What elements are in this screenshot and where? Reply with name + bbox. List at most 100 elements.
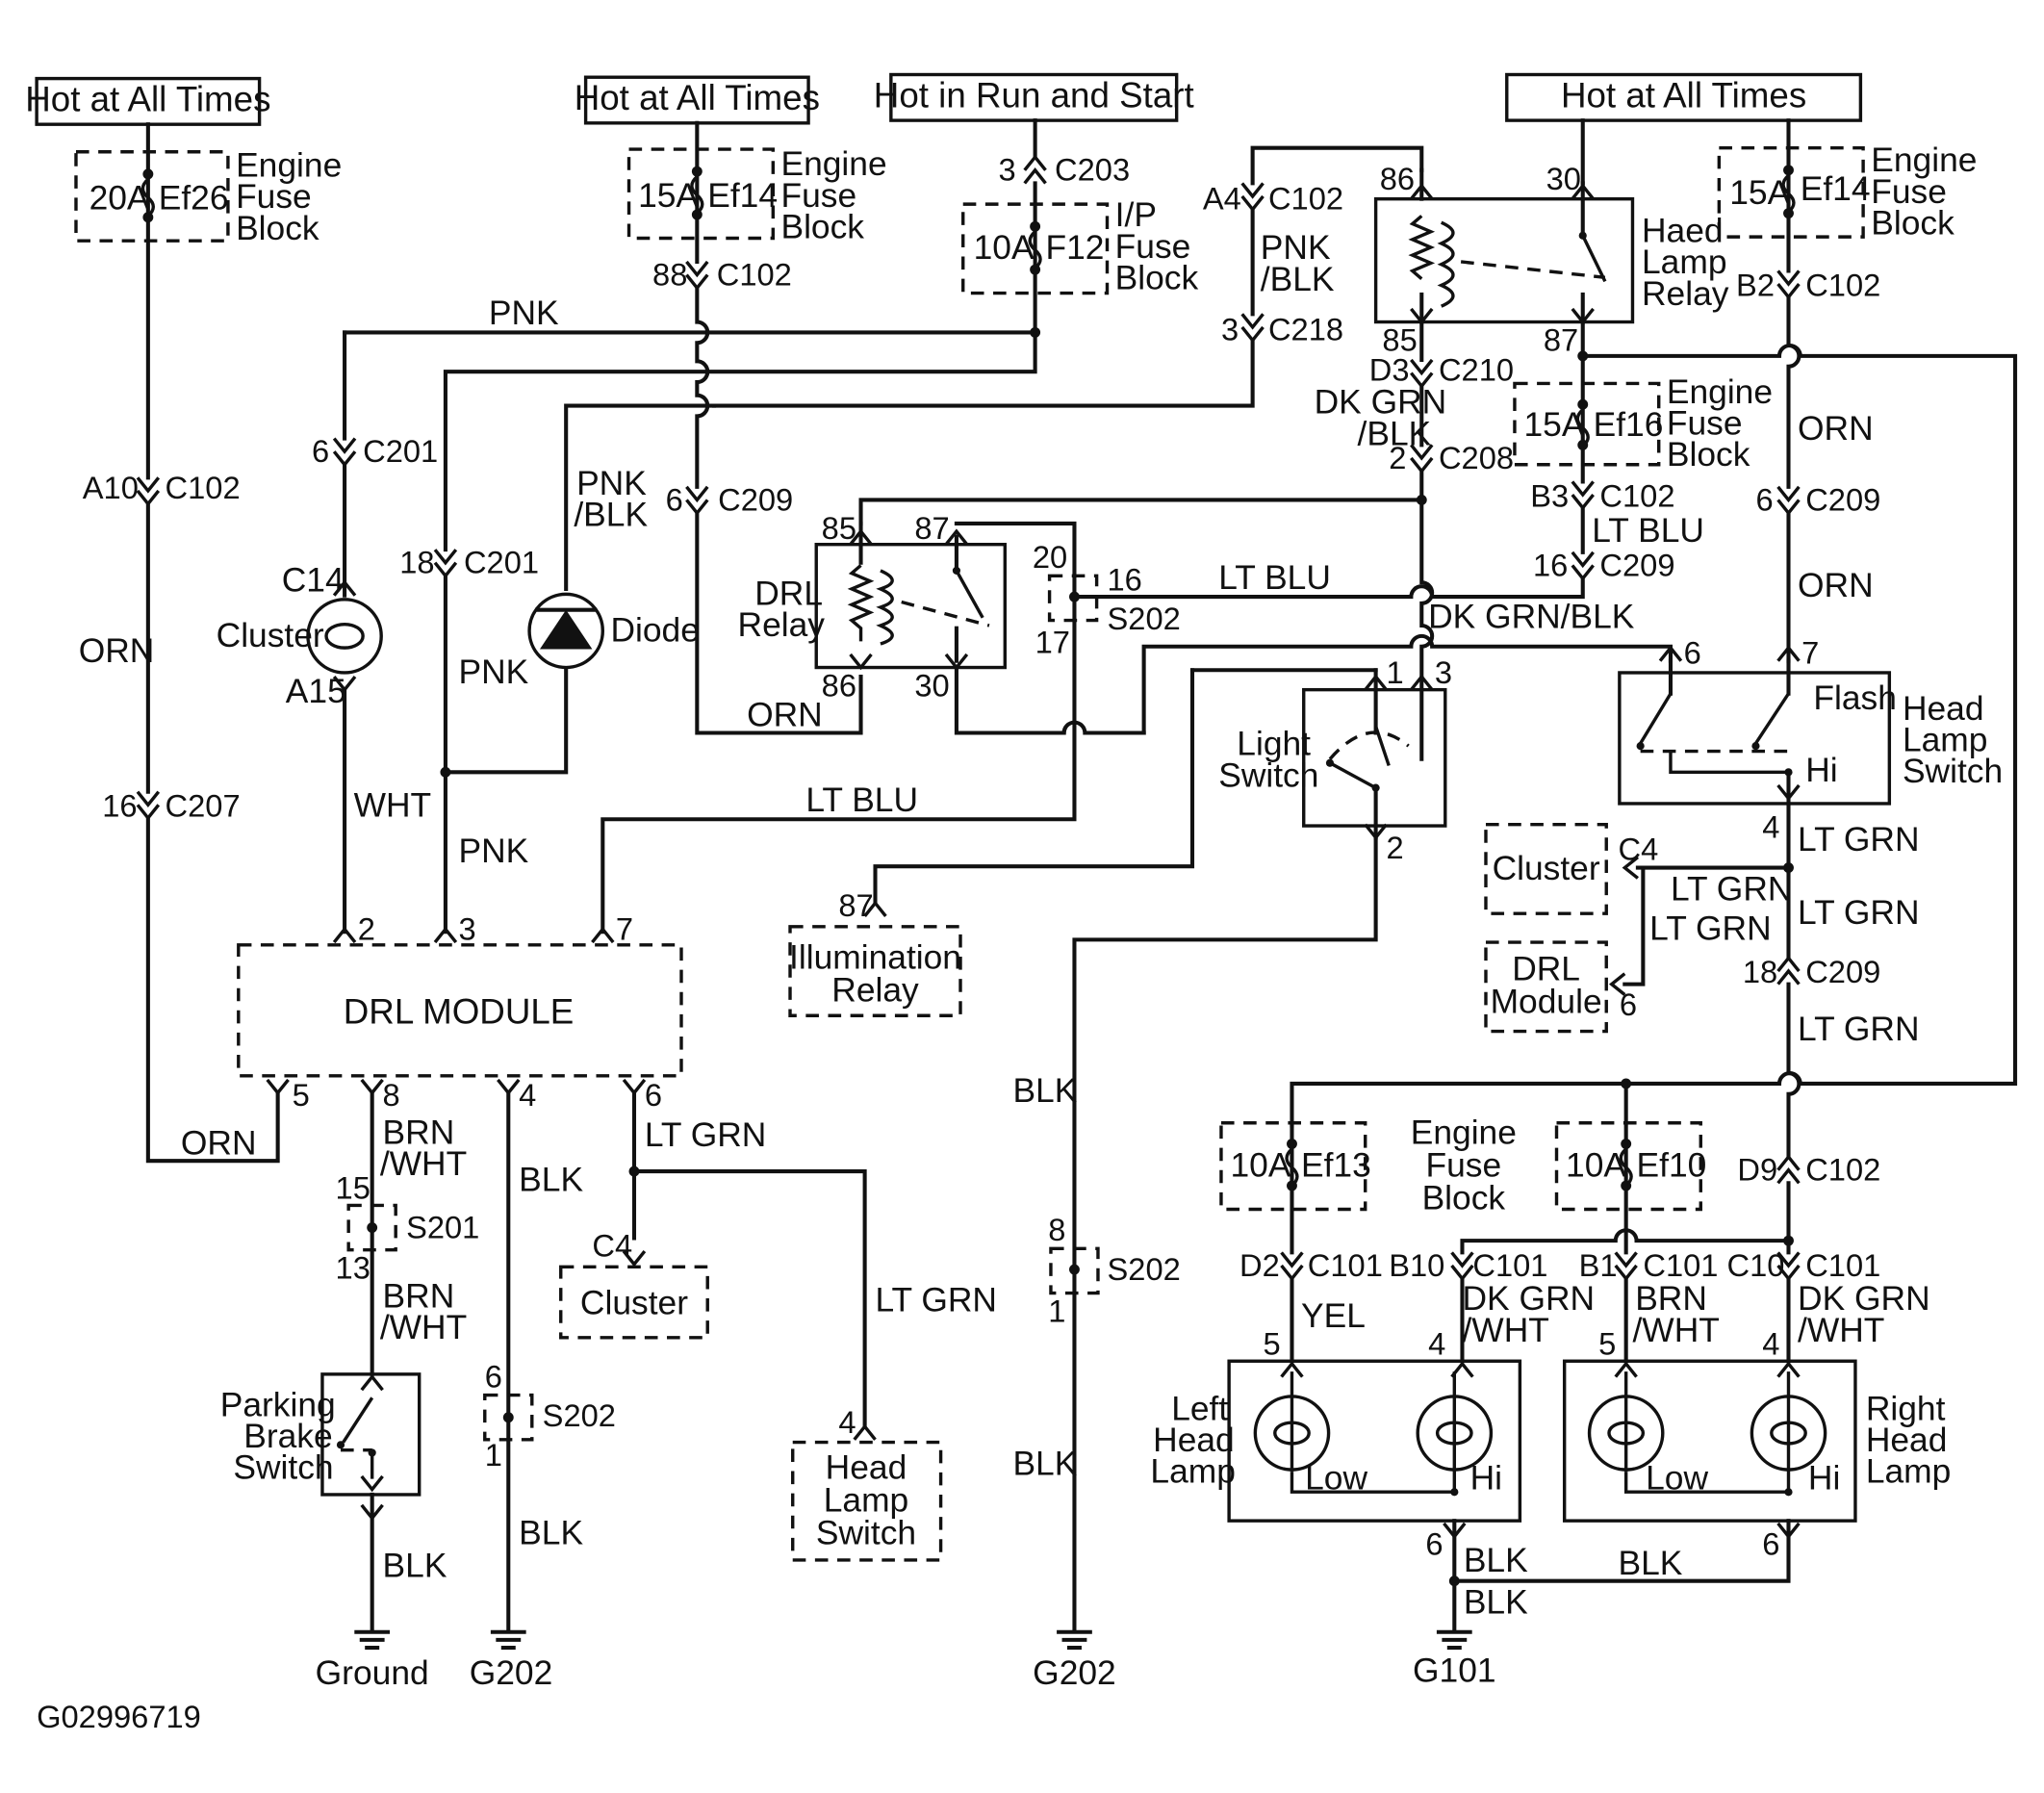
wire-color-label: LT GRN	[1671, 871, 1792, 909]
wire-color-label: LT GRN	[1649, 909, 1771, 947]
component-label: Relay	[831, 971, 919, 1009]
wire-color-label: DK GRN	[1462, 1280, 1595, 1318]
connector-label: C102	[1805, 1152, 1880, 1188]
wire-color-label: PNK	[459, 832, 529, 870]
source-label: Hot at All Times	[25, 80, 270, 119]
wire-color-label: /WHT	[1462, 1312, 1548, 1349]
pin-label: 1	[1048, 1293, 1065, 1328]
wire-color-label: DK GRN/BLK	[1428, 599, 1635, 636]
pin-label: 4	[1428, 1325, 1445, 1361]
wire-color-label: WHT	[354, 787, 432, 825]
component-label: Right	[1866, 1390, 1946, 1427]
component-label: Lamp	[1150, 1453, 1236, 1491]
component-label: Parking	[220, 1386, 336, 1423]
component-label: Switch	[1903, 753, 2003, 790]
pin-label: 7	[616, 910, 633, 946]
pin-label: 6	[1425, 1526, 1443, 1562]
block-label: Engine	[236, 147, 342, 185]
pin-label: 4	[838, 1404, 856, 1440]
pin-label: 2	[1389, 440, 1406, 475]
component-label: Switch	[233, 1449, 333, 1487]
component-label: Hi	[1805, 752, 1837, 789]
pin-label: 2	[1387, 830, 1404, 865]
connector-label: C210	[1439, 352, 1514, 388]
ground-label: G101	[1413, 1652, 1496, 1689]
wire-color-label: /BLK	[574, 497, 648, 534]
wire-color-label: LT GRN	[1798, 1011, 1919, 1048]
component-label: Module	[1491, 984, 1602, 1021]
wire-color-label: LT BLU	[805, 781, 918, 819]
pin-label: 85	[822, 510, 856, 546]
component-label: Low	[1305, 1460, 1367, 1498]
connector-label: C209	[718, 481, 793, 517]
source-hot-in-run-and-start: Hot in Run and Start	[874, 72, 1194, 122]
connector-label: C4	[1619, 831, 1659, 866]
pin-label: 86	[1380, 161, 1415, 196]
pin-label: 17	[1035, 625, 1070, 660]
wire-color-label: /BLK	[1261, 261, 1335, 298]
wire-color-label: BRN	[1635, 1280, 1707, 1318]
component-label: Switch	[1218, 756, 1318, 794]
wire-color-label: /WHT	[1798, 1312, 1884, 1349]
connector-label: C102	[1268, 181, 1343, 217]
pin-label: D3	[1369, 352, 1410, 388]
source-label: Hot in Run and Start	[874, 76, 1194, 115]
connector-label: C209	[1805, 954, 1880, 989]
fuse-id: Ef26	[159, 180, 229, 218]
pin-label: 18	[1743, 954, 1777, 989]
pin-label: B10	[1389, 1247, 1444, 1283]
wire-color-label: /WHT	[380, 1145, 467, 1183]
wire-color-label: BLK	[1012, 1446, 1077, 1483]
connector-label: C201	[464, 545, 539, 580]
pin-label: D2	[1239, 1247, 1280, 1283]
component-label: Low	[1646, 1460, 1708, 1498]
fuse-ef13: 10A Ef13	[1219, 1121, 1371, 1255]
ground-label: G202	[1033, 1654, 1116, 1692]
wire-color-label: DK GRN	[1798, 1280, 1930, 1318]
fuse-id: Ef10	[1637, 1147, 1707, 1185]
wire-color-label: BLK	[519, 1161, 583, 1198]
ltgrn-right-column: LT GRN LT GRN LT GRN 18 C209 LT GRN D9 C…	[1460, 856, 1920, 1255]
pin-label: 16	[1533, 547, 1568, 582]
component-label: Brake	[243, 1418, 332, 1455]
head-lamp-relay: 86 30 85 87 Haed Lamp Relay	[1373, 118, 1729, 357]
pin-label: 6	[645, 1077, 662, 1113]
wire-color-label: BRN	[383, 1114, 455, 1152]
component-label: Lamp	[1642, 243, 1727, 281]
splice-s202-lower: 8 S202 1	[1048, 1212, 1181, 1328]
pin-label: 86	[822, 667, 856, 703]
fuse-block-label-bottom: Engine Fuse Block	[1411, 1114, 1517, 1217]
drl-relay: 85 87 86 30 DRL Relay	[738, 510, 1146, 735]
ground-g101: G101	[1413, 1629, 1496, 1689]
component-label: Relay	[1642, 275, 1729, 313]
pin-label: B1	[1579, 1247, 1618, 1283]
pin-label: 16	[1108, 561, 1142, 597]
component-label: Flash	[1813, 679, 1897, 717]
connector-label: C102	[717, 256, 792, 292]
connector-label: C208	[1439, 440, 1514, 475]
pin-label: 6	[1620, 986, 1637, 1022]
component-label: Cluster	[580, 1284, 688, 1321]
c101-row: D2 C101 B10 C101 B1 C101 C10 C101 YEL DK…	[1239, 1247, 1930, 1364]
pin-label: 3	[459, 910, 476, 946]
block-label: Block	[1422, 1180, 1506, 1217]
connector-label: C101	[1308, 1247, 1383, 1283]
pin-label: 20	[1033, 539, 1067, 575]
wire-color-label: DK GRN	[1315, 384, 1447, 422]
pin-label: 6	[312, 433, 329, 469]
figure-id: G02996719	[37, 1699, 201, 1734]
connector-label: C102	[1599, 477, 1674, 513]
fuse-id: Ef14	[1801, 170, 1871, 208]
source-hot-at-all-times-2: Hot at All Times	[575, 75, 820, 125]
block-label: Block	[236, 210, 319, 247]
pin-label: 1	[1387, 654, 1404, 690]
pin-label: 3	[1435, 654, 1452, 690]
light-switch: 1 3 2 Light Switch BLK BLK	[1012, 654, 1452, 1632]
wire-color-label: ORN	[181, 1124, 257, 1162]
fuse-amp: 10A	[974, 229, 1035, 267]
pin-label: 3	[998, 152, 1015, 188]
block-label: Engine	[1411, 1114, 1517, 1152]
source-label: Hot at All Times	[575, 78, 820, 117]
pin-label: 8	[383, 1077, 400, 1113]
component-label: Diode	[610, 611, 699, 649]
